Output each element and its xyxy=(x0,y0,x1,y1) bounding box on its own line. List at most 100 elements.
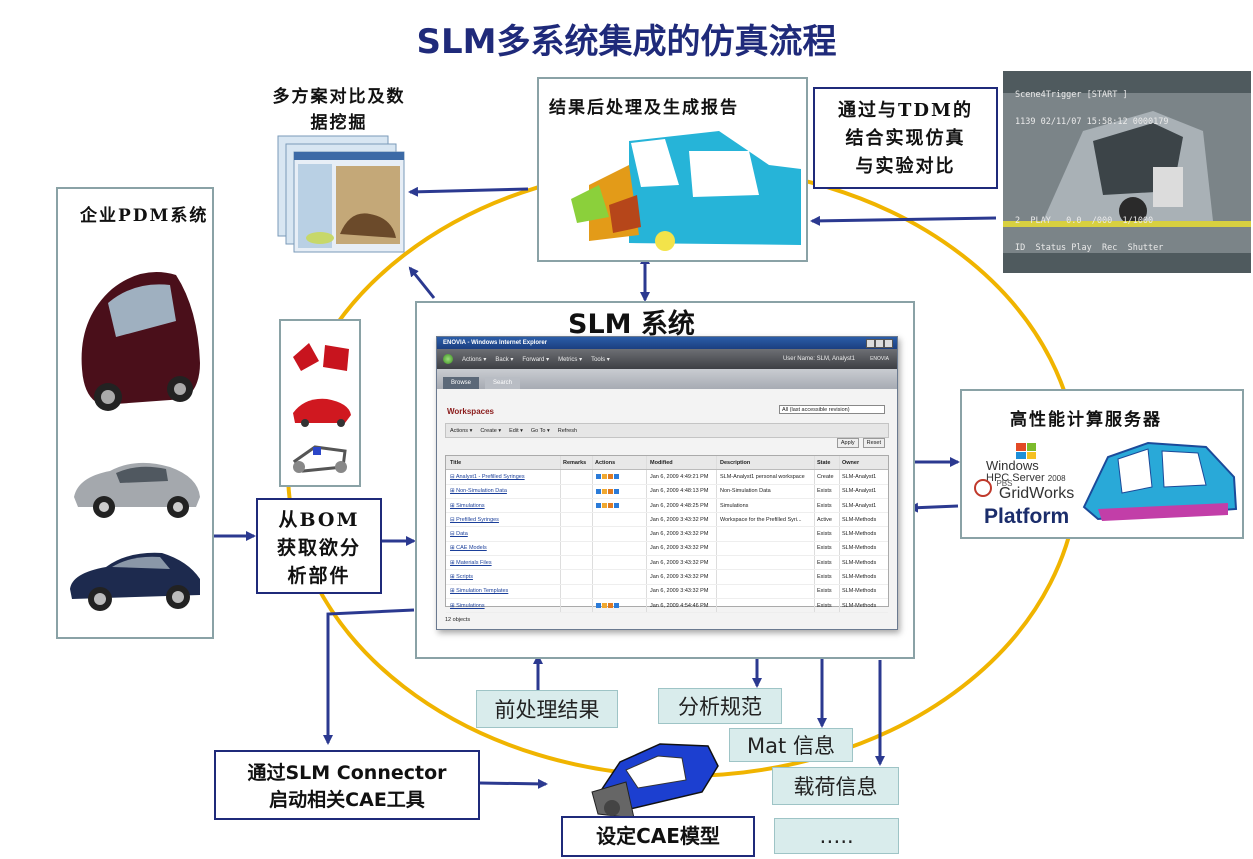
nav-tools[interactable]: Tools ▾ xyxy=(591,356,610,363)
row-actions[interactable] xyxy=(592,498,646,513)
bmw-sedan-image xyxy=(70,552,200,611)
row-owner: SLM-Methods xyxy=(839,598,888,613)
action-icon[interactable] xyxy=(614,488,619,494)
toolbar-goto[interactable]: Go To ▾ xyxy=(530,427,550,434)
load-info-box: 载荷信息 xyxy=(772,767,899,805)
workspace-table: Title Remarks Actions Modified Descripti… xyxy=(445,455,889,614)
table-row[interactable]: ⊟ Analyst1 - Prefilled Syringes Jan 6, 20… xyxy=(446,470,888,485)
action-icon[interactable] xyxy=(608,603,613,609)
row-title-link[interactable]: ⊞ CAE Models xyxy=(450,545,487,552)
row-description xyxy=(716,541,814,556)
arrow-slm-to-compare xyxy=(408,266,436,299)
row-actions[interactable] xyxy=(592,484,646,498)
crash-overlay-top: Scene4Trigger [START ] 1139 02/11/07 15:… xyxy=(1015,73,1169,145)
toolbar-actions[interactable]: Actions ▾ xyxy=(450,427,473,434)
row-actions[interactable] xyxy=(592,598,646,613)
action-icon[interactable] xyxy=(614,474,619,480)
action-icon[interactable] xyxy=(596,503,601,509)
row-actions[interactable] xyxy=(592,541,646,556)
row-modified: Jan 6, 2009 4:48:13 PM xyxy=(646,484,716,498)
bom-label-line-3: 析部件 xyxy=(287,565,351,587)
col-modified[interactable]: Modified xyxy=(646,456,716,470)
action-icon[interactable] xyxy=(608,488,613,494)
row-title-link[interactable]: ⊞ Non-Simulation Data xyxy=(450,488,507,495)
toolbar-refresh[interactable]: Refresh xyxy=(557,427,578,434)
connector-label-line-1: 通过SLM Connector xyxy=(247,762,447,784)
action-icon[interactable] xyxy=(602,603,607,609)
row-modified: Jan 6, 2009 4:49:21 PM xyxy=(646,470,716,484)
toolbar-edit[interactable]: Edit ▾ xyxy=(509,427,523,434)
revision-filter-select[interactable]: All (last accessible revision) xyxy=(779,405,885,414)
cae-model-label: 设定CAE模型 xyxy=(561,816,755,857)
row-modified: Jan 6, 2009 3:43:32 PM xyxy=(646,541,716,556)
tab-search[interactable]: Search xyxy=(485,377,521,389)
row-owner: SLM-Analyst1 xyxy=(839,498,888,513)
row-title-link[interactable]: ⊞ Simulations xyxy=(450,602,485,609)
col-actions[interactable]: Actions xyxy=(592,456,646,470)
reset-button[interactable]: Reset xyxy=(862,438,885,448)
action-icon[interactable] xyxy=(596,488,601,494)
tab-browse[interactable]: Browse xyxy=(443,377,480,389)
col-description[interactable]: Description xyxy=(716,456,814,470)
nav-metrics[interactable]: Metrics ▾ xyxy=(558,356,583,363)
action-icon[interactable] xyxy=(614,603,619,609)
row-remarks xyxy=(560,513,592,527)
action-icon[interactable] xyxy=(608,474,613,480)
col-remarks[interactable]: Remarks xyxy=(560,456,592,470)
row-title-link[interactable]: ⊞ Scripts xyxy=(450,574,473,581)
row-description: SLM-Analyst1 personal workspace xyxy=(716,470,814,484)
toolbar-create[interactable]: Create ▾ xyxy=(480,427,502,434)
nav-forward[interactable]: Forward ▾ xyxy=(522,356,550,363)
row-actions[interactable] xyxy=(592,570,646,584)
bom-label-line-2: 获取欲分 xyxy=(276,537,361,559)
action-icon[interactable] xyxy=(608,503,613,509)
row-state: Exists xyxy=(814,584,839,598)
row-title-link[interactable]: ⊟ Data xyxy=(450,531,468,538)
row-title-link[interactable]: ⊞ Simulation Templates xyxy=(450,588,509,595)
row-remarks xyxy=(560,556,592,570)
row-actions[interactable] xyxy=(592,513,646,527)
row-title-link[interactable]: ⊞ Materials Files xyxy=(450,559,492,566)
close-icon[interactable] xyxy=(884,339,893,348)
tdm-label-line-2: 结合实现仿真 xyxy=(845,128,966,149)
maximize-icon[interactable] xyxy=(875,339,884,348)
action-icon[interactable] xyxy=(614,503,619,509)
row-remarks xyxy=(560,498,592,513)
row-title-link[interactable]: ⊞ Simulations xyxy=(450,502,485,509)
nav-back[interactable]: Back ▾ xyxy=(495,356,514,363)
row-actions[interactable] xyxy=(592,470,646,484)
row-state: Exists xyxy=(814,556,839,570)
nav-actions[interactable]: Actions ▾ xyxy=(462,356,487,363)
row-title-link[interactable]: ⊟ Prefilled Syringes xyxy=(450,516,499,523)
action-icon[interactable] xyxy=(596,474,601,480)
row-actions[interactable] xyxy=(592,556,646,570)
cae-mesh-model-image xyxy=(591,743,719,819)
row-actions[interactable] xyxy=(592,584,646,598)
arrow-slm-to-connector xyxy=(323,608,415,745)
table-row[interactable]: ⊞ Non-Simulation Data Jan 6, 2009 4:48:13… xyxy=(446,484,888,499)
row-description: Workspace for the Prefilled Syri... xyxy=(716,513,814,527)
col-title[interactable]: Title xyxy=(450,459,462,466)
action-icon[interactable] xyxy=(596,603,601,609)
postprocess-label: 结果后处理及生成报告 xyxy=(549,98,739,118)
pbs-swirl-icon xyxy=(974,479,992,497)
arrow-hpc-to-slm xyxy=(908,502,959,513)
col-owner[interactable]: Owner xyxy=(839,456,888,470)
row-actions[interactable] xyxy=(592,527,646,541)
row-title-link[interactable]: ⊟ Analyst1 - Prefilled Syringes xyxy=(450,473,525,480)
action-icon[interactable] xyxy=(602,474,607,480)
apply-button[interactable]: Apply xyxy=(836,438,859,448)
action-icon[interactable] xyxy=(602,503,607,509)
action-icon[interactable] xyxy=(602,488,607,494)
col-state[interactable]: State xyxy=(814,456,839,470)
home-icon[interactable] xyxy=(443,354,453,364)
minimize-icon[interactable] xyxy=(866,339,875,348)
